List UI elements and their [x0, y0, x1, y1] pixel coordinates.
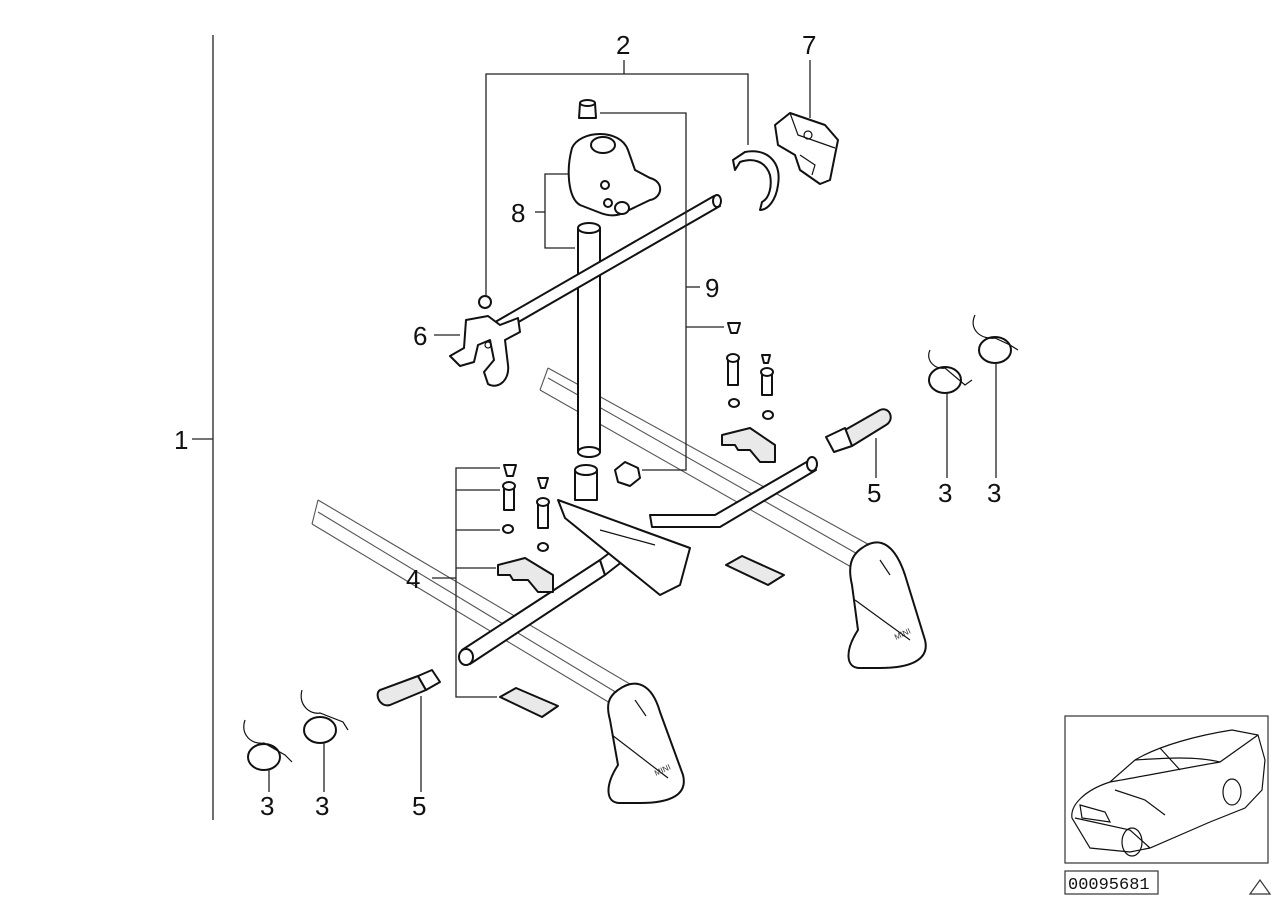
adapter-plate-front	[499, 687, 559, 718]
wheel-hook	[449, 295, 521, 387]
reference-code: 00095681	[1068, 876, 1150, 895]
reference-code-box: 00095681	[1064, 870, 1159, 895]
adapter-plate-rear	[725, 555, 785, 586]
clamp-housing	[774, 112, 839, 185]
roof-rail-front	[311, 499, 641, 713]
callout-2-bracket	[485, 60, 749, 296]
rail-foot-rear: MINI	[847, 541, 927, 669]
callout-9: 9	[705, 273, 719, 303]
wheel-carrier-frame	[458, 456, 818, 666]
callout-3-c: 3	[260, 791, 274, 821]
callout-1: 1	[174, 425, 188, 455]
hardware-set-4	[497, 464, 554, 593]
callout-3-d: 3	[315, 791, 329, 821]
callout-5-front: 5	[412, 791, 426, 821]
hose-clamp-4	[300, 689, 349, 744]
end-cap-rear	[825, 408, 892, 453]
callout-2: 2	[616, 30, 630, 60]
callout-5-rear: 5	[867, 478, 881, 508]
vehicle-thumbnail	[1064, 715, 1269, 864]
vertical-tube	[577, 222, 601, 458]
callout-3-b: 3	[987, 478, 1001, 508]
callout-8-bracket	[535, 173, 575, 249]
callout-4-bracket	[432, 467, 500, 698]
callout-6: 6	[413, 321, 427, 351]
knob-nut	[614, 461, 641, 487]
hose-clamp-3	[243, 719, 293, 771]
callout-3-a: 3	[938, 478, 952, 508]
clamp-ring	[732, 150, 780, 211]
triangle-outline-icon	[1248, 878, 1272, 895]
frame-holder-head	[567, 133, 662, 217]
callout-8: 8	[511, 198, 525, 228]
knob-cap	[578, 99, 597, 119]
callout-4: 4	[406, 564, 420, 594]
rail-foot-front: MINI	[607, 682, 685, 804]
hardware-set-9	[721, 322, 776, 463]
callout-9-bracket	[600, 112, 724, 471]
hose-clamp-2	[972, 314, 1019, 364]
callout-7: 7	[802, 30, 816, 60]
hose-clamp-1	[928, 349, 973, 394]
end-cap-front	[376, 669, 441, 707]
